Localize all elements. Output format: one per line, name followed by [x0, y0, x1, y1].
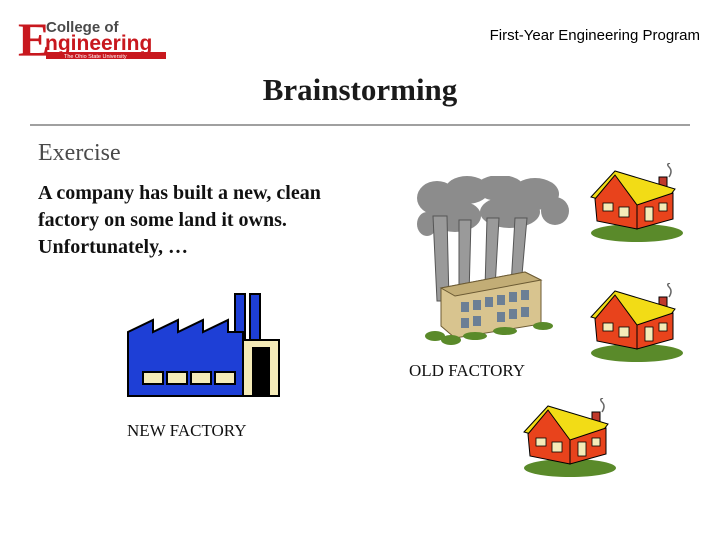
title-divider — [30, 124, 690, 126]
logo-line-1: College of — [46, 19, 120, 36]
program-name: First-Year Engineering Program — [489, 27, 700, 44]
college-of-engineering-logo: E College of ngineering The Ohio State U… — [18, 14, 166, 60]
body-line: factory on some land it owns. — [38, 209, 287, 231]
body-line: Unfortunately, … — [38, 236, 188, 258]
smokestack-icon — [432, 215, 528, 302]
house-icon — [590, 163, 683, 242]
body-line: A company has built a new, clean — [38, 182, 321, 204]
logo-letter-e: E — [18, 14, 50, 60]
new-factory-label: NEW FACTORY — [127, 421, 247, 440]
factory-building-icon — [425, 271, 553, 345]
logo-line-2: ngineering — [45, 32, 152, 55]
logo-tagline: The Ohio State University — [64, 54, 127, 60]
house-icon — [523, 398, 616, 477]
slide-body: A company has built a new, clean factory… — [38, 180, 398, 261]
new-factory-illustration — [127, 293, 280, 397]
factory-icon — [127, 293, 280, 397]
house-icon — [590, 283, 683, 362]
slide-subtitle: Exercise — [38, 140, 121, 166]
slide-title: Brainstorming — [262, 72, 458, 107]
old-factory-label: OLD FACTORY — [409, 361, 526, 380]
logo-tagline-bar — [46, 52, 166, 59]
old-factory-illustration — [417, 176, 569, 345]
